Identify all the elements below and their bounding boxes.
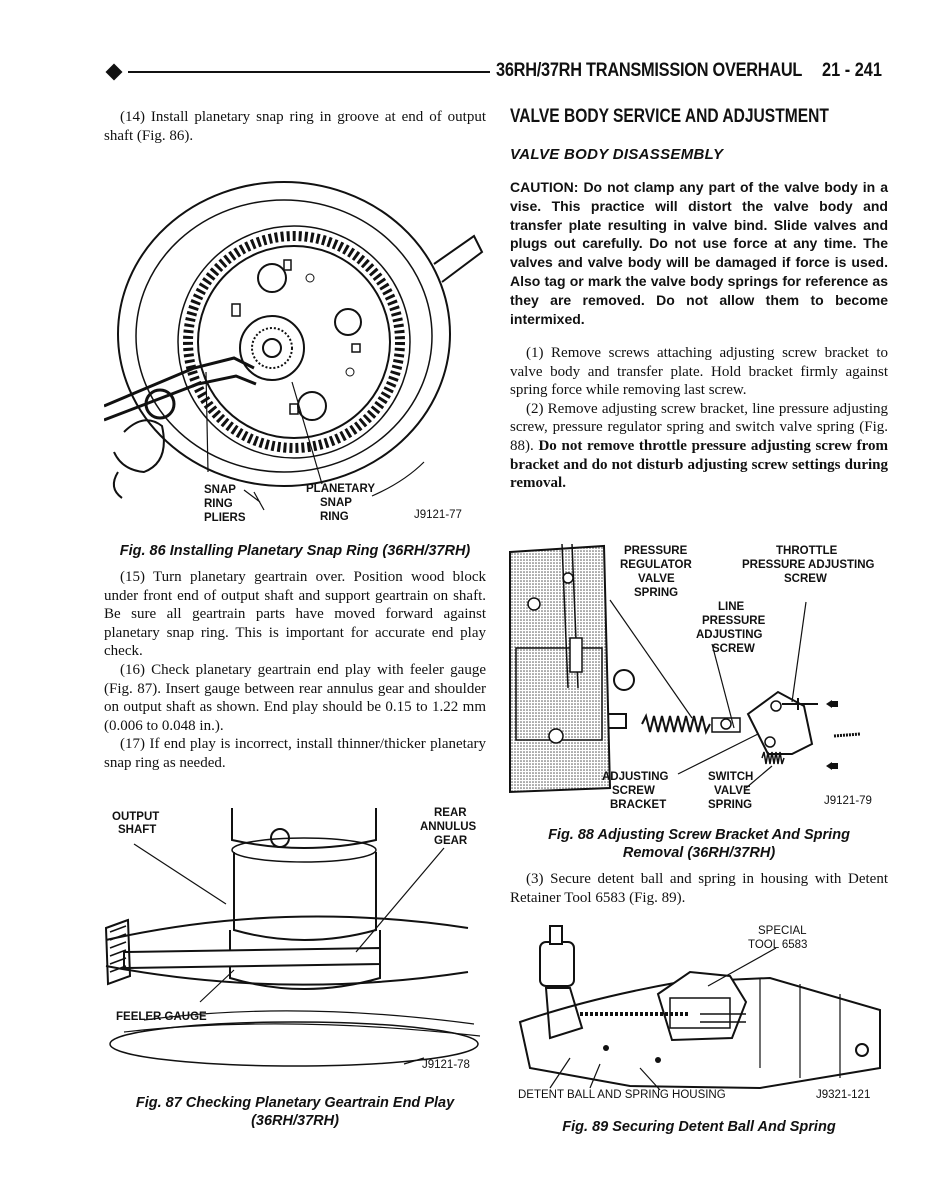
fig87-label-rear-annulus-gear: REAR (434, 807, 467, 819)
fig86-caption: Fig. 86 Installing Planetary Snap Ring (… (119, 543, 471, 559)
fig88-label-throttle-screw: THROTTLE (776, 545, 838, 557)
fig88-label-switch-valve-spring-2: VALVE (714, 785, 751, 797)
fig89-label-detent-housing: DETENT BALL AND SPRING HOUSING (518, 1089, 726, 1101)
fig86-label-planetary-snap-ring-3: RING (320, 511, 349, 523)
page-header-title: 36RH/37RH TRANSMISSION OVERHAUL (496, 60, 803, 81)
fig88-label-adjusting-screw-bracket-3: BRACKET (610, 799, 666, 811)
fig88-label-prv-spring-3: VALVE (638, 573, 675, 585)
fig86-label-snap-ring-pliers-2: RING (204, 498, 233, 510)
fig87-label-output-shaft: OUTPUT (112, 811, 159, 823)
fig88-label-line-pressure-screw-2: PRESSURE (702, 615, 766, 627)
fig88-label-throttle-screw-3: SCREW (784, 573, 827, 585)
caution-text: CAUTION: Do not clamp any part of the va… (510, 179, 888, 327)
subsection-title: VALVE BODY DISASSEMBLY (510, 146, 724, 163)
header-diamond-icon (105, 63, 123, 81)
fig87-label-feeler-gauge: FEELER GAUGE (116, 1011, 207, 1023)
fig87-caption: Fig. 87 Checking Planetary Geartrain End… (135, 1095, 455, 1129)
fig86-code: J9121-77 (414, 509, 462, 521)
fig88-label-prv-spring-2: REGULATOR (620, 559, 692, 571)
fig88-label-prv-spring: PRESSURE (624, 545, 688, 557)
header-rule (128, 71, 490, 73)
fig88-label-throttle-screw-2: PRESSURE ADJUSTING (742, 559, 875, 571)
fig88-label-adjusting-screw-bracket-2: SCREW (612, 785, 655, 797)
step-2-warning: Do not remove throttle pressure adjustin… (510, 437, 888, 492)
step-1: (1) Remove screws attaching adjusting sc… (510, 345, 888, 399)
step-17: (17) If end play is incorrect, install t… (104, 736, 486, 771)
step-14: (14) Install planetary snap ring in groo… (104, 109, 486, 144)
fig88-label-adjusting-screw-bracket: ADJUSTING (602, 771, 669, 783)
fig87-label-rear-annulus-gear-3: GEAR (434, 835, 468, 847)
fig88-label-line-pressure-screw-3: ADJUSTING (696, 629, 763, 641)
figure-87: OUTPUT SHAFT REAR ANNULUS GEAR FEELER GA… (104, 800, 488, 1080)
step-2: (2) Remove adjusting screw bracket, line… (510, 400, 888, 492)
fig88-label-switch-valve-spring-3: SPRING (708, 799, 752, 811)
fig89-caption: Fig. 89 Securing Detent Ball And Spring (562, 1119, 836, 1135)
fig86-label-planetary-snap-ring: PLANETARY (306, 483, 375, 495)
fig87-label-output-shaft-2: SHAFT (118, 824, 156, 836)
fig89-label-special-tool: SPECIAL (758, 925, 807, 937)
fig88-label-switch-valve-spring: SWITCH (708, 771, 753, 783)
fig86-label-planetary-snap-ring-2: SNAP (320, 497, 352, 509)
page-number: 21 - 241 (822, 60, 882, 81)
fig87-label-rear-annulus-gear-2: ANNULUS (420, 821, 477, 833)
fig86-label-snap-ring-pliers: SNAP (204, 484, 236, 496)
fig88-label-line-pressure-screw: LINE (718, 601, 745, 613)
step-15: (15) Turn planetary geartrain over. Posi… (104, 569, 486, 660)
fig88-label-line-pressure-screw-4: SCREW (712, 643, 755, 655)
fig87-code: J9121-78 (422, 1059, 470, 1071)
section-title: VALVE BODY SERVICE AND ADJUSTMENT (510, 106, 829, 127)
fig88-label-prv-spring-4: SPRING (634, 587, 678, 599)
fig86-label-snap-ring-pliers-3: PLIERS (204, 512, 246, 524)
figure-89: SPECIAL TOOL 6583 DETENT BALL AND SPRING… (510, 918, 886, 1106)
fig89-label-special-tool-2: TOOL 6583 (748, 939, 807, 951)
figure-86: SNAP RING PLIERS PLANETARY SNAP RING J91… (104, 172, 488, 528)
step-3: (3) Secure detent ball and spring in hou… (510, 871, 888, 906)
step-16: (16) Check planetary geartrain end play … (104, 661, 486, 734)
fig88-code: J9121-79 (824, 795, 872, 807)
fig89-code: J9321-121 (816, 1089, 870, 1101)
figure-88: PRESSURE REGULATOR VALVE SPRING THROTTLE… (508, 538, 890, 814)
fig88-caption: Fig. 88 Adjusting Screw Bracket And Spri… (548, 827, 850, 861)
